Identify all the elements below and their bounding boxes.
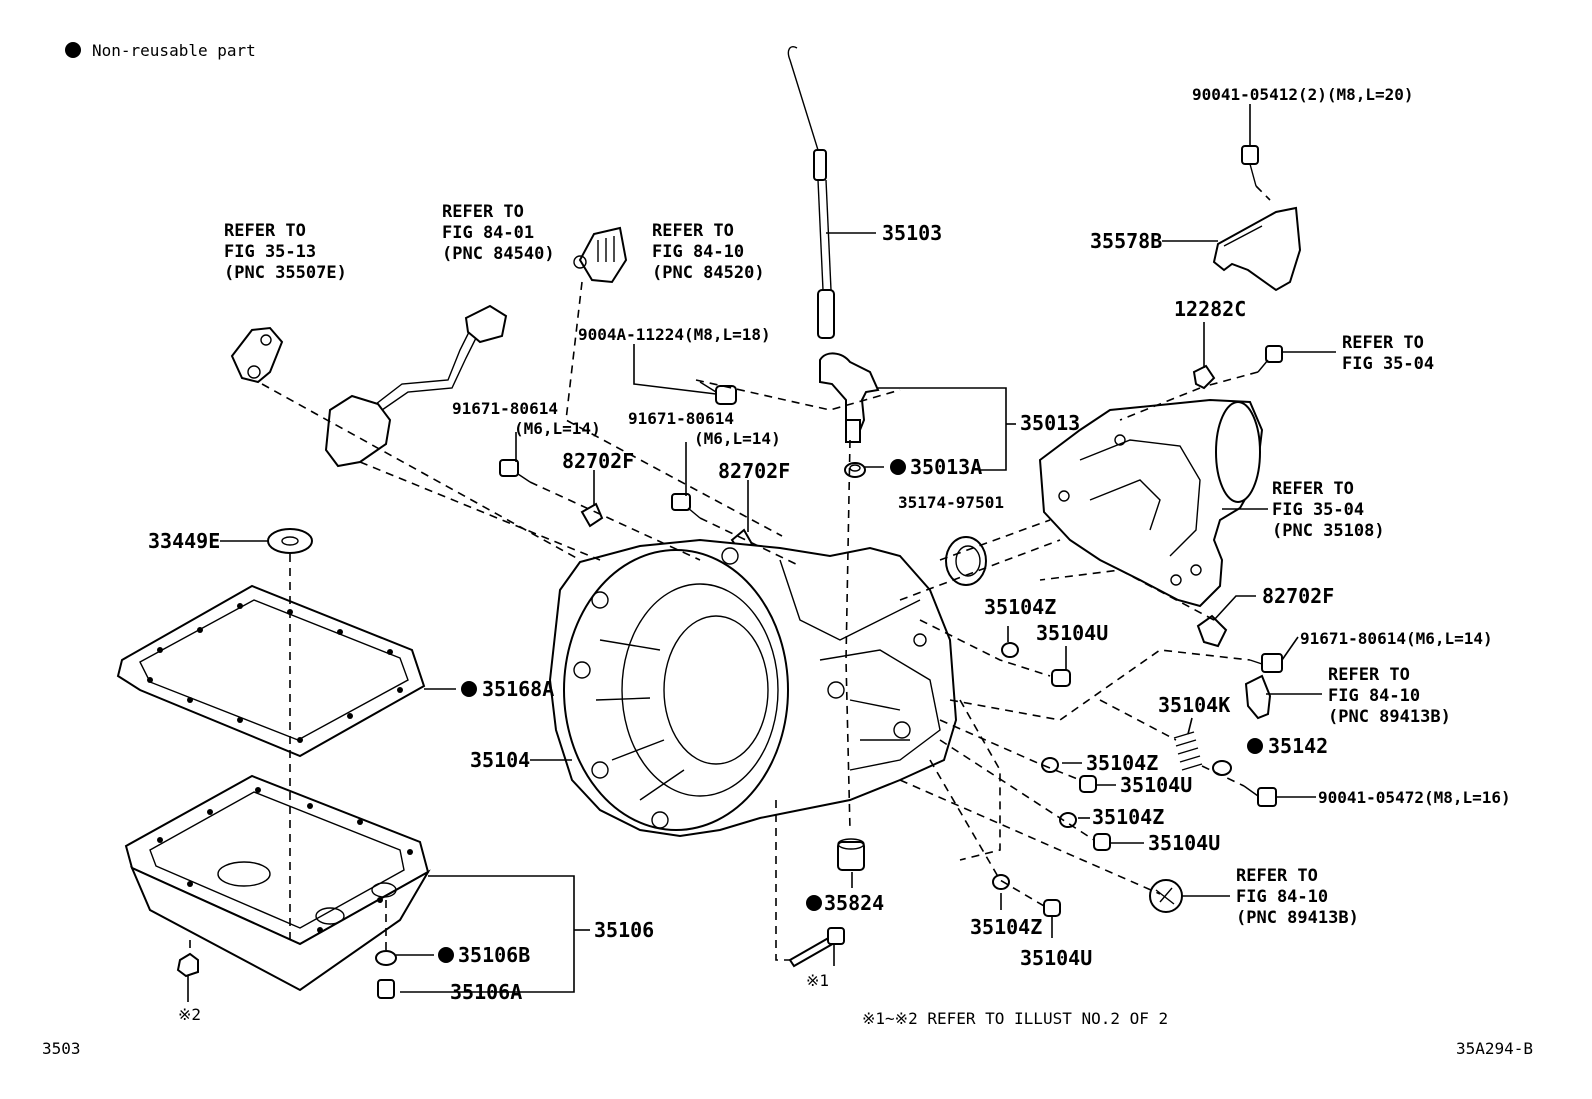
- speed-sensor-upper-part: [1244, 674, 1272, 720]
- ref-fig-84-10-89413B-upper: REFER TO FIG 84-10 (PNC 89413B): [1328, 665, 1451, 727]
- label-35103: 35103: [882, 221, 942, 245]
- label-91671-80614-left-sub: (M6,L=14): [514, 419, 601, 438]
- wire-harness-part: [324, 304, 508, 468]
- non-reusable-dot-icon: [890, 459, 906, 475]
- label-35168A: 35168A: [482, 677, 554, 701]
- label-35104Z-b: 35104Z: [1086, 751, 1158, 775]
- clip-82702F-right-part: [1196, 614, 1228, 648]
- label-35824: 35824: [824, 891, 884, 915]
- ref-fig-35-13: REFER TO FIG 35-13 (PNC 35507E): [224, 221, 347, 283]
- label-33449E: 33449E: [148, 529, 220, 553]
- bolt-ref-35-04-part: [1257, 345, 1283, 373]
- clip-82702F-left-part: [580, 502, 604, 528]
- label-91671-80614-left: 91671-80614: [452, 399, 558, 418]
- label-35104U-c: 35104U: [1148, 831, 1220, 855]
- label-35104Z-c: 35104Z: [1092, 805, 1164, 829]
- label-mark1: ※1: [806, 971, 829, 990]
- extension-housing-part: [1038, 398, 1264, 608]
- label-82702F-left: 82702F: [562, 449, 634, 473]
- label-35104U-a: 35104U: [1036, 621, 1108, 645]
- label-35106A: 35106A: [450, 980, 522, 1004]
- label-35106B: 35106B: [458, 943, 530, 967]
- oil-pan-part: [124, 774, 431, 992]
- pan-gasket-part: [116, 584, 426, 758]
- label-35104: 35104: [470, 748, 530, 772]
- legend-text: Non-reusable part: [92, 41, 256, 60]
- oring-35013A-part: [844, 462, 866, 478]
- bolt-mark1-part: [788, 927, 845, 968]
- label-35142: 35142: [1268, 734, 1328, 758]
- washer-33449E-part: [267, 528, 313, 554]
- label-35104Z-a: 35104Z: [984, 595, 1056, 619]
- label-90041-05472: 90041-05472(M8,L=16): [1318, 788, 1511, 807]
- dipstick-part: [787, 46, 880, 443]
- non-reusable-dot-icon: [438, 947, 454, 963]
- label-35013: 35013: [1020, 411, 1080, 435]
- leader-lines: [187, 104, 1336, 1002]
- non-reusable-dot-icon: [1247, 738, 1263, 754]
- label-82702F-mid: 82702F: [718, 459, 790, 483]
- label-mark2: ※2: [178, 1005, 201, 1024]
- label-12282C: 12282C: [1174, 297, 1246, 321]
- label-35174-97501: 35174-97501: [898, 493, 1004, 512]
- transmission-case-part: [548, 538, 958, 838]
- neutral-switch-part: [230, 326, 284, 384]
- label-35106: 35106: [594, 918, 654, 942]
- bolt-90041-05472-part: [1243, 785, 1277, 807]
- ref-fig-84-10-89413B-lower: REFER TO FIG 84-10 (PNC 89413B): [1236, 866, 1359, 928]
- label-90041-05412: 90041-05412(2)(M8,L=20): [1192, 85, 1414, 104]
- plug-35824-part: [837, 838, 865, 871]
- label-35104U-d: 35104U: [1020, 946, 1092, 970]
- label-35104K: 35104K: [1158, 693, 1230, 717]
- label-91671-80614-mid: 91671-80614: [628, 409, 734, 428]
- label-91671-80614-right: 91671-80614(M6,L=14): [1300, 629, 1493, 648]
- label-35104Z-d: 35104Z: [970, 915, 1042, 939]
- ref-fig-35-04-a: REFER TO FIG 35-04: [1342, 333, 1434, 374]
- bolt-91671-right-part: [1249, 653, 1283, 673]
- oil-seal-part: [945, 536, 987, 586]
- spring-35104K-part: [1173, 731, 1203, 771]
- non-reusable-dot-icon: [806, 895, 822, 911]
- ref-fig-84-01: REFER TO FIG 84-01 (PNC 84540): [442, 202, 555, 264]
- ref-fig-84-10-84520: REFER TO FIG 84-10 (PNC 84520): [652, 221, 765, 283]
- sensor-84520-part: [573, 226, 628, 284]
- footer-left-code: 3503: [42, 1039, 81, 1058]
- footer-right-code: 35A294-B: [1456, 1039, 1533, 1058]
- footer-note: ※1~※2 REFER TO ILLUST NO.2 OF 2: [862, 1009, 1168, 1028]
- non-reusable-dot-icon: [461, 681, 477, 697]
- ref-fig-35-04-35108: REFER TO FIG 35-04 (PNC 35108): [1272, 479, 1385, 541]
- assembly-lines: [189, 185, 1271, 961]
- non-reusable-dot-icon: [65, 42, 81, 58]
- bolt-91671-mid-part: [671, 493, 701, 519]
- drain-plug-part: [176, 950, 397, 999]
- label-82702F-right: 82702F: [1262, 584, 1334, 608]
- label-35013A: 35013A: [910, 455, 982, 479]
- bolt-91671-left-part: [499, 459, 531, 483]
- label-35578B: 35578B: [1090, 229, 1162, 253]
- bracket-35578B-part: [1212, 145, 1302, 292]
- label-35104U-b: 35104U: [1120, 773, 1192, 797]
- label-9004A-11224: 9004A-11224(M8,L=18): [578, 325, 771, 344]
- speed-sensor-lower-part: [1149, 879, 1183, 913]
- label-91671-80614-mid-sub: (M6,L=14): [694, 429, 781, 448]
- plugs-group-part: [992, 642, 1111, 917]
